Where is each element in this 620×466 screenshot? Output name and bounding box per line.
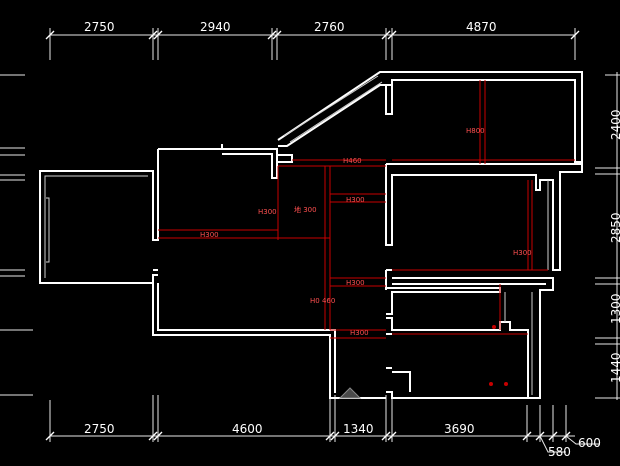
walls [39,71,583,399]
label-h0-460: H0 460 [310,297,335,305]
bottom-dim-3: 1340 [343,422,374,436]
bottom-dim-5: 580 [548,445,571,459]
bottom-dimension-chain [45,395,600,453]
bottom-dim-2: 4600 [232,422,263,436]
label-h300-a: H300 [346,196,365,204]
label-h300-f: H300 [350,329,369,337]
top-dim-1: 2750 [84,20,115,34]
label-h300-c: H300 [200,231,219,239]
bottom-dim-4: 3690 [444,422,475,436]
red-fixtures [489,325,508,386]
right-dim-2: 2850 [609,212,620,243]
top-dim-2: 2940 [200,20,231,34]
left-dimension-chain [0,74,33,396]
right-dim-1: 2400 [609,109,620,140]
top-dim-4: 4870 [466,20,497,34]
top-dimension-chain [45,28,580,60]
label-h460: H460 [343,157,362,165]
label-h300-d: H300 [513,249,532,257]
label-h300-b: H300 [258,208,277,216]
top-dim-3: 2760 [314,20,345,34]
right-dimension-chain [595,72,620,400]
red-annotation-lines [158,80,575,339]
right-dim-3: 1300 [609,293,620,324]
entry-marker [338,387,362,399]
label-tag-300: 地 300 [294,205,317,214]
label-h300-e: H300 [346,279,365,287]
label-h800: H800 [466,127,485,135]
bottom-dim-1: 2750 [84,422,115,436]
right-dim-4: 1440 [609,352,620,383]
bottom-dim-6: 600 [578,436,601,450]
